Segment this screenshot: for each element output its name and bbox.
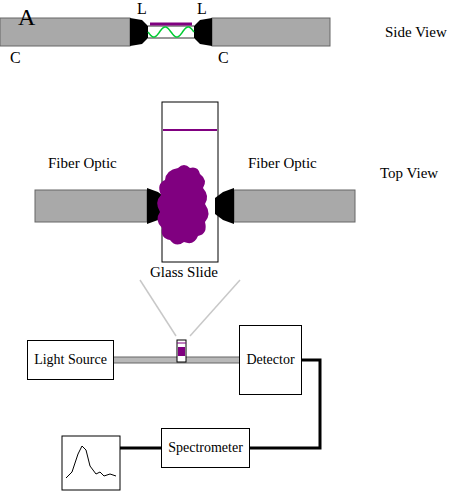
detector-box: Detector bbox=[239, 325, 302, 395]
side-view bbox=[0, 18, 330, 46]
box-label: Light Source bbox=[30, 350, 111, 370]
part-label: C bbox=[10, 49, 21, 67]
mini-slide bbox=[177, 340, 186, 362]
spectrometer-box: Spectrometer bbox=[161, 428, 250, 468]
part-label: Side View bbox=[385, 24, 447, 41]
display-cable bbox=[120, 447, 161, 450]
part-label: Top View bbox=[380, 165, 438, 182]
box-label: Detector bbox=[242, 350, 298, 370]
source-box: Light Source bbox=[27, 340, 114, 380]
part-label: Fiber Optic bbox=[248, 155, 317, 172]
part-label: A bbox=[18, 4, 35, 30]
part-label: L bbox=[137, 0, 147, 18]
part-label: Fiber Optic bbox=[48, 155, 117, 172]
part-label: L bbox=[197, 0, 207, 18]
box-label: Spectrometer bbox=[164, 438, 247, 458]
part-label: Glass Slide bbox=[150, 264, 218, 281]
top-view bbox=[35, 102, 355, 336]
monitor-display bbox=[62, 436, 120, 490]
part-label: C bbox=[218, 49, 229, 67]
